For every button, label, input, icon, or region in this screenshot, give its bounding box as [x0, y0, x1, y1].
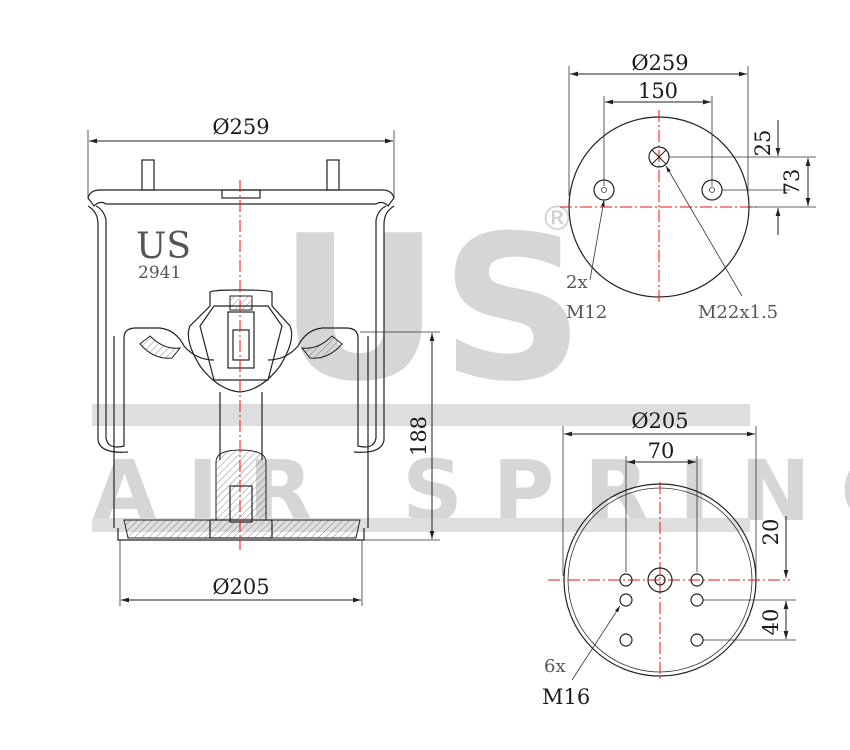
hole-count-label: 6x	[544, 656, 566, 677]
leader-bolt-holes	[571, 605, 621, 681]
mounting-stud-right	[326, 159, 340, 191]
piston-base-rim	[117, 528, 365, 541]
stud-hole-left-center	[601, 187, 607, 193]
row-spacing-label: 40	[759, 609, 783, 636]
bolt-hole	[690, 633, 704, 647]
bump-stop-inner	[199, 305, 283, 381]
air-fitting-label: M22x1.5	[698, 302, 778, 323]
stud-spacing-label: 150	[638, 79, 678, 103]
air-fitting-boss	[221, 189, 261, 199]
bolt-hole	[619, 573, 633, 587]
hole-thread-label: M16	[542, 685, 590, 709]
height-label: 188	[407, 416, 431, 456]
piston-insert	[215, 449, 267, 521]
leader-stud	[589, 199, 605, 281]
side-view: Ø259 US 2941	[87, 115, 440, 606]
offset-holes-label: 73	[780, 169, 804, 196]
leader-air-fitting	[665, 165, 743, 297]
bump-stop-bolt	[227, 311, 255, 369]
bellows-wall-right	[357, 205, 387, 448]
bottom-view: Ø205 70 20 40 6x M16	[542, 409, 796, 709]
top-plate	[87, 189, 395, 207]
piston-base-center	[209, 519, 273, 539]
bolt-head	[232, 329, 250, 361]
stud-count-label: 2x	[566, 272, 588, 293]
center-hole	[654, 574, 666, 586]
bolt-hole	[690, 593, 704, 607]
piston-base	[123, 519, 361, 539]
bottom-diameter-label: Ø205	[212, 575, 269, 599]
mounting-stud-left	[141, 159, 155, 191]
bottom-view-diameter-label: Ø205	[631, 409, 688, 433]
part-number-label: 2941	[138, 263, 181, 283]
hole-spacing-label: 70	[648, 439, 675, 463]
offset-top-label: 25	[751, 130, 775, 157]
watermark-brand: US	[278, 193, 584, 426]
stud-thread-label: M12	[566, 302, 607, 323]
top-view: Ø259 150 25 73 2x M12 M22x1.5	[560, 51, 816, 323]
piston-column	[219, 392, 263, 460]
watermark-registered-mark: ®	[540, 199, 574, 239]
piston-sides	[113, 336, 369, 528]
bead-section-left	[139, 335, 182, 359]
bellows-wall-left	[95, 205, 125, 448]
stud-hole-right-center	[709, 187, 715, 193]
bump-stop-nut	[229, 295, 253, 311]
center-boss	[647, 567, 673, 593]
watermark-bar-top	[92, 404, 750, 426]
air-fitting-cross	[651, 149, 667, 165]
bellows-wall-left-outer	[87, 205, 129, 453]
bolt-hole	[619, 633, 633, 647]
top-view-diameter-label: Ø259	[631, 51, 688, 75]
top-diameter-label: Ø259	[212, 115, 269, 139]
bead-section-right	[300, 335, 343, 359]
watermark: US ® AIR SPRING	[92, 193, 850, 540]
brand-label: US	[136, 226, 191, 267]
bolt-hole	[619, 593, 633, 607]
bottom-offset-label: 20	[759, 519, 783, 546]
bolt-hole	[690, 573, 704, 587]
piston-shoulder-left	[123, 327, 215, 361]
